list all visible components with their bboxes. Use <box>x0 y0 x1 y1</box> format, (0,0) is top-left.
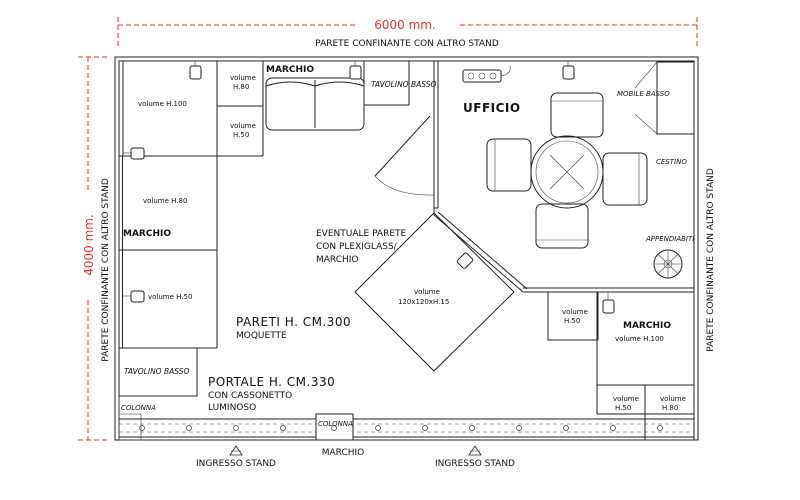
tavolino-basso-left-label: TAVOLINO BASSO <box>124 367 190 376</box>
eventuale-label-2: CON PLEXIGLASS/ <box>316 242 398 252</box>
width-label: 6000 mm. <box>374 18 436 32</box>
volume-label: H.50 <box>233 131 249 139</box>
cassonetto-label: CON CASSONETTO <box>208 391 292 401</box>
marchio-bottom-label: MARCHIO <box>322 448 365 458</box>
chair-right <box>602 152 648 206</box>
portal-beam <box>119 413 694 441</box>
power-strip <box>462 65 511 83</box>
volume-label: H.80 <box>233 83 249 91</box>
ingresso-right-label: INGRESSO STAND <box>435 459 515 469</box>
spotlight-icon <box>123 147 145 160</box>
colonna-mid-label: COLONNA <box>318 420 353 428</box>
marchio-top-label: MARCHIO <box>266 65 314 75</box>
colonna-left-label: COLONNA <box>121 404 156 412</box>
portale-label: PORTALE H. CM.330 <box>208 375 335 389</box>
volume-label: H.50 <box>564 317 580 325</box>
chair-left <box>486 138 532 192</box>
eventuale-label-3: MARCHIO <box>316 255 359 265</box>
volume-label: volume H.50 <box>148 293 192 301</box>
center-volume <box>354 212 515 372</box>
volume-label: volume <box>613 395 639 403</box>
appendiabiti-label: APPENDIABITI <box>645 235 694 243</box>
moquette-label: MOQUETTE <box>236 331 287 341</box>
entrance-marker-icon <box>229 445 243 456</box>
left-wall-label: PARETE CONFINANTE CON ALTRO STAND <box>101 178 111 362</box>
volume-label: H.80 <box>662 404 678 412</box>
meeting-table <box>530 135 604 209</box>
spotlight-icon <box>456 252 474 269</box>
ufficio-label: UFFICIO <box>463 101 521 115</box>
luminoso-label: LUMINOSO <box>208 403 256 413</box>
volume-center-size: 120x120xH.15 <box>398 298 449 306</box>
eventuale-label-1: EVENTUALE PARETE <box>316 229 407 239</box>
volume-label: volume <box>230 74 256 82</box>
stand-outline <box>114 56 699 441</box>
cestino-label: CESTINO <box>656 158 687 166</box>
right-volumes <box>547 291 694 440</box>
height-label: 4000 mm. <box>82 214 96 276</box>
tavolino-basso-top-label: TAVOLINO BASSO <box>371 80 437 89</box>
dimension-height: 4000 mm. <box>78 56 110 441</box>
volume-label: volume <box>230 122 256 130</box>
marchio-right-label: MARCHIO <box>623 321 671 331</box>
spotlight-icon <box>123 290 145 303</box>
top-wall-label: PARETE CONFINANTE CON ALTRO STAND <box>315 39 499 49</box>
marchio-left-label: MARCHIO <box>123 229 171 239</box>
dimension-width: 6000 mm. <box>117 17 698 48</box>
volume-label: H.50 <box>615 404 631 412</box>
sofa <box>265 77 365 131</box>
volume-label: volume H.80 <box>143 197 187 205</box>
spotlight-icon <box>562 61 575 80</box>
chair-bottom <box>535 203 589 249</box>
pareti-label: PARETI H. CM.300 <box>236 315 351 329</box>
chair-top <box>550 92 604 138</box>
volume-label: volume H.100 <box>138 100 187 108</box>
entrance-marker-icon <box>468 445 482 456</box>
volume-center-label: volume <box>414 288 440 296</box>
volume-label: volume <box>562 308 588 316</box>
volume-label: volume H.100 <box>615 335 664 343</box>
right-wall-label: PARETE CONFINANTE CON ALTRO STAND <box>706 168 716 352</box>
spotlight-icon <box>349 61 362 80</box>
spotlight-icon <box>602 292 615 314</box>
office-walls <box>374 60 694 293</box>
coat-rack <box>653 249 683 279</box>
mobile-basso <box>634 61 695 135</box>
spotlight-icon <box>189 61 202 80</box>
mobile-basso-label: MOBILE BASSO <box>617 90 670 98</box>
ingresso-left-label: INGRESSO STAND <box>196 459 276 469</box>
volume-label: volume <box>660 395 686 403</box>
